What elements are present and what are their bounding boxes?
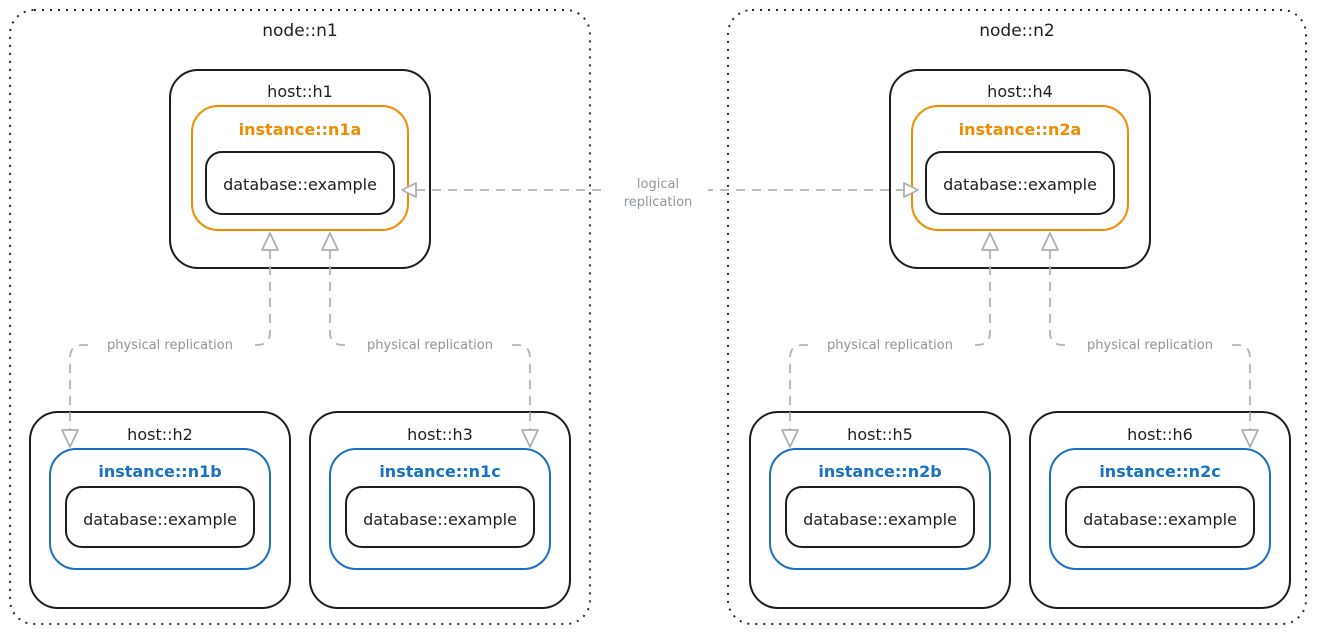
- host-label-h5: host::h5: [847, 425, 913, 444]
- arrowhead-right-icon: [903, 182, 919, 198]
- database-box-h1: [205, 151, 395, 215]
- host-label-h4: host::h4: [987, 82, 1053, 101]
- physical-replication-arrow-n2a-h6: physical replication: [1041, 232, 1259, 448]
- host-group-h1: host::h1 instance::n1a database::example: [169, 69, 431, 269]
- instance-label-n2b: instance::n2b: [818, 462, 941, 481]
- node-label-n1: node::n1: [262, 21, 337, 41]
- physical-replication-label: physical replication: [1087, 338, 1213, 353]
- logical-replication-label-line1: logical: [637, 177, 679, 192]
- logical-replication-arrow: logical replication: [401, 172, 919, 214]
- host-label-h6: host::h6: [1127, 425, 1193, 444]
- physical-replication-line: [69, 250, 271, 430]
- node-container-n2: [727, 9, 1307, 625]
- database-label-h5: database::example: [803, 510, 957, 529]
- arrowhead-up-icon: [321, 232, 339, 251]
- physical-label-background: [811, 337, 969, 353]
- arrowhead-down-icon: [781, 429, 799, 448]
- arrowhead-up-icon: [261, 232, 279, 251]
- instance-label-n2c: instance::n2c: [1099, 462, 1220, 481]
- database-box-h5: [785, 486, 975, 548]
- host-label-h2: host::h2: [127, 425, 193, 444]
- node-label-n2: node::n2: [979, 21, 1054, 41]
- physical-replication-line: [1049, 250, 1251, 430]
- arrowhead-down-icon: [1241, 429, 1259, 448]
- database-label-h3: database::example: [363, 510, 517, 529]
- host-label-h1: host::h1: [267, 82, 333, 101]
- database-label-h1: database::example: [223, 175, 377, 194]
- arrowhead-down-icon: [521, 429, 539, 448]
- host-group-h4: host::h4 instance::n2a database::example: [889, 69, 1151, 269]
- physical-replication-label: physical replication: [107, 338, 233, 353]
- physical-replication-arrow-n1a-h2: physical replication: [61, 232, 279, 448]
- instance-label-n1b: instance::n1b: [98, 462, 221, 481]
- database-box-h4: [925, 151, 1115, 215]
- physical-replication-line: [789, 250, 991, 430]
- host-group-h2: host::h2 instance::n1b database::example: [29, 411, 291, 609]
- physical-replication-label: physical replication: [827, 338, 953, 353]
- physical-replication-line: [329, 250, 531, 430]
- database-label-h2: database::example: [83, 510, 237, 529]
- logical-replication-label-line2: replication: [624, 195, 693, 210]
- physical-label-background: [351, 337, 509, 353]
- database-box-h3: [345, 486, 535, 548]
- database-box-h6: [1065, 486, 1255, 548]
- physical-label-background: [1071, 337, 1229, 353]
- physical-replication-arrow-n2a-h5: physical replication: [781, 232, 999, 448]
- database-box-h2: [65, 486, 255, 548]
- instance-label-n1c: instance::n1c: [379, 462, 500, 481]
- node-container-n1: [9, 9, 591, 625]
- physical-replication-label: physical replication: [367, 338, 493, 353]
- logical-label-background: [608, 172, 708, 214]
- host-group-h3: host::h3 instance::n1c database::example: [309, 411, 571, 609]
- database-label-h4: database::example: [943, 175, 1097, 194]
- arrowhead-up-icon: [1041, 232, 1059, 251]
- instance-label-n1a: instance::n1a: [239, 120, 362, 139]
- arrowhead-down-icon: [61, 429, 79, 448]
- arrowhead-left-icon: [401, 182, 417, 198]
- host-label-h3: host::h3: [407, 425, 473, 444]
- host-group-h6: host::h6 instance::n2c database::example: [1029, 411, 1291, 609]
- arrowhead-up-icon: [981, 232, 999, 251]
- instance-label-n2a: instance::n2a: [959, 120, 1082, 139]
- physical-label-background: [91, 337, 249, 353]
- physical-replication-arrow-n1a-h3: physical replication: [321, 232, 539, 448]
- database-label-h6: database::example: [1083, 510, 1237, 529]
- host-group-h5: host::h5 instance::n2b database::example: [749, 411, 1011, 609]
